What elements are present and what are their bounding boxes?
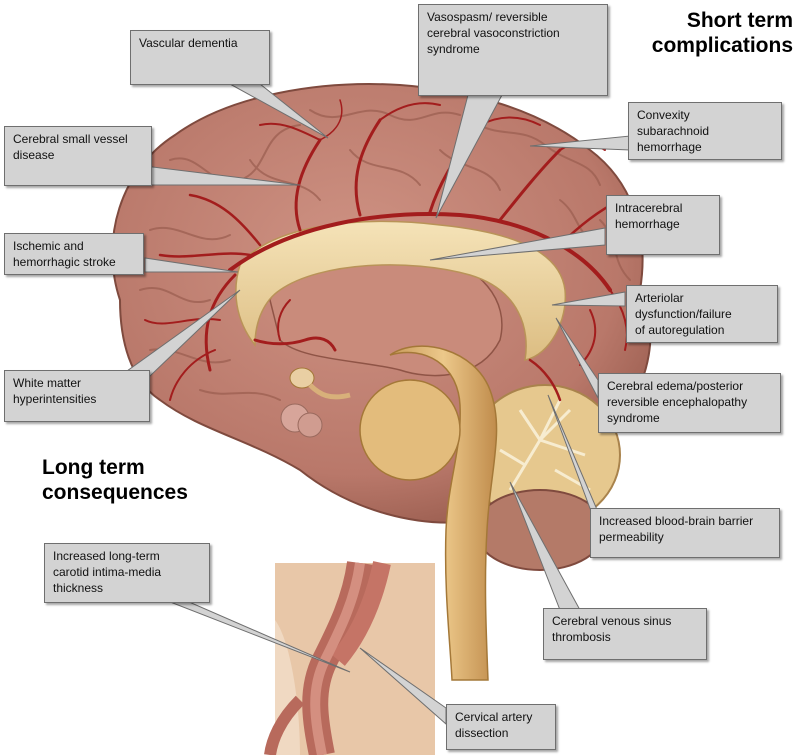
callout-small-vessel: Cerebral small vessel disease xyxy=(4,126,152,186)
callout-cervical-dissection: Cervical artery dissection xyxy=(446,704,556,750)
callout-vasospasm: Vasospasm/ reversible cerebral vasoconst… xyxy=(418,4,608,96)
callout-cerebral-edema: Cerebral edema/posterior reversible ence… xyxy=(598,373,781,433)
callout-ischemic-stroke: Ischemic and hemorrhagic stroke xyxy=(4,233,144,275)
short-term-heading: Short term complications xyxy=(651,9,793,57)
long-term-heading: Long term consequences xyxy=(42,456,188,504)
callout-vascular-dementia: Vascular dementia xyxy=(130,30,270,85)
callout-carotid-imt: Increased long-term carotid intima-media… xyxy=(44,543,210,603)
callout-convexity-sah: Convexity subarachnoid hemorrhage xyxy=(628,102,782,160)
callout-white-matter: White matter hyperintensities xyxy=(4,370,150,422)
callout-arteriolar-dysfunction: Arteriolar dysfunction/failure of autore… xyxy=(626,285,778,343)
pituitary xyxy=(280,367,351,438)
neck-inset xyxy=(264,561,435,755)
callout-bbb-permeability: Increased blood-brain barrier permeabili… xyxy=(590,508,780,558)
callout-intracerebral-hemorrhage: Intracerebral hemorrhage xyxy=(606,195,720,255)
callout-venous-thrombosis: Cerebral venous sinus thrombosis xyxy=(543,608,707,660)
pons xyxy=(359,379,461,481)
